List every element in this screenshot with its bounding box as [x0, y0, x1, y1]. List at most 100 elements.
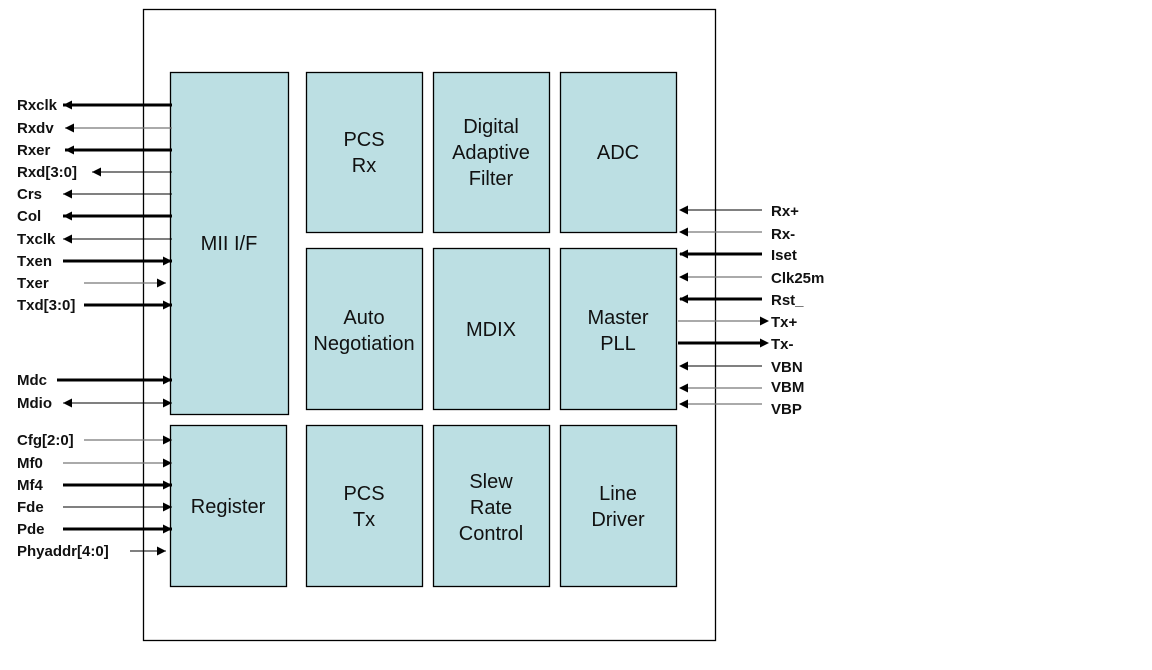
arrowhead-left-icon — [63, 211, 72, 221]
pin-txen: Txen — [17, 253, 172, 270]
arrowhead-left-icon — [679, 399, 688, 409]
arrowhead-right-icon — [163, 398, 172, 408]
arrowhead-left-icon — [679, 294, 688, 304]
pin-label: Txclk — [17, 231, 56, 248]
pin-label: Rxclk — [17, 97, 58, 114]
pin-label: Mdio — [17, 395, 52, 412]
pin-tx-right: Tx- — [678, 336, 794, 353]
pin-label: Tx- — [771, 336, 794, 353]
block-adc: ADC — [559, 71, 678, 234]
pin-label: VBP — [771, 401, 802, 418]
block-label: Auto — [343, 307, 384, 329]
block-label: Slew — [469, 471, 513, 493]
pin-label: Mf0 — [17, 455, 43, 472]
pin-iset-right: Iset — [679, 247, 797, 264]
arrowhead-right-icon — [157, 278, 166, 288]
block-label: Rate — [470, 497, 512, 519]
pin-rxdv: Rxdv — [17, 120, 172, 137]
pin-col: Col — [17, 208, 172, 225]
pin-txd-3-0: Txd[3:0] — [17, 297, 172, 314]
pin-label: Crs — [17, 186, 42, 203]
block-label: ADC — [597, 142, 639, 164]
block-label: Master — [587, 307, 648, 329]
pin-rxclk: Rxclk — [17, 97, 172, 114]
arrowhead-left-icon — [92, 167, 101, 177]
pin-label: Txen — [17, 253, 52, 270]
pin-rx-right: Rx+ — [679, 203, 799, 220]
block-label: PLL — [600, 333, 636, 355]
pin-label: Fde — [17, 499, 44, 516]
pin-label: Txer — [17, 275, 49, 292]
pin-phyaddr-4-0: Phyaddr[4:0] — [17, 543, 166, 560]
arrowhead-left-icon — [63, 100, 72, 110]
arrowhead-left-icon — [679, 383, 688, 393]
block-master-pll-box — [559, 247, 678, 411]
pin-clk25m-right: Clk25m — [679, 270, 824, 287]
arrowhead-left-icon — [63, 398, 72, 408]
block-pcs-rx-box — [305, 71, 424, 234]
pin-txer: Txer — [17, 275, 166, 292]
block-mii-if-box — [169, 71, 290, 416]
block-register-box — [169, 424, 288, 588]
pin-label: Rx- — [771, 226, 795, 243]
arrowhead-right-icon — [163, 256, 172, 266]
block-mdix: MDIX — [432, 247, 551, 411]
arrowhead-right-icon — [163, 502, 172, 512]
block-pcs-tx-box — [305, 424, 424, 588]
pin-mf4: Mf4 — [17, 477, 172, 494]
arrowhead-left-icon — [679, 272, 688, 282]
pin-label: Col — [17, 208, 41, 225]
arrowhead-right-icon — [163, 458, 172, 468]
pin-label: Iset — [771, 247, 797, 264]
pin-label: Rxd[3:0] — [17, 164, 77, 181]
pin-label: Mdc — [17, 372, 47, 389]
pin-label: Pde — [17, 521, 45, 538]
block-label: PCS — [343, 129, 384, 151]
arrowhead-right-icon — [163, 375, 172, 385]
block-label: MDIX — [466, 319, 516, 341]
block-line-driver-box — [559, 424, 678, 588]
block-mdix-box — [432, 247, 551, 411]
pin-label: Rst_ — [771, 292, 804, 309]
block-label: PCS — [343, 483, 384, 505]
pin-rx-right: Rx- — [679, 226, 795, 243]
pin-cfg-2-0: Cfg[2:0] — [17, 432, 172, 449]
arrowhead-right-icon — [163, 480, 172, 490]
arrowhead-right-icon — [760, 338, 769, 348]
block-register: Register — [169, 424, 288, 588]
pin-mf0: Mf0 — [17, 455, 172, 472]
pin-label: Tx+ — [771, 314, 798, 331]
block-label: Filter — [469, 168, 514, 190]
pin-tx-right: Tx+ — [678, 314, 798, 331]
pin-label: Rx+ — [771, 203, 799, 220]
block-slew-rate-control-box — [432, 424, 551, 588]
block-label: Control — [459, 523, 523, 545]
arrowhead-left-icon — [679, 205, 688, 215]
pin-txclk: Txclk — [17, 231, 172, 248]
block-label: Digital — [463, 116, 519, 138]
pin-label: Txd[3:0] — [17, 297, 75, 314]
arrowhead-left-icon — [63, 234, 72, 244]
pin-pde: Pde — [17, 521, 172, 538]
arrowhead-left-icon — [679, 249, 688, 259]
pin-label: Rxdv — [17, 120, 54, 137]
pin-label: Phyaddr[4:0] — [17, 543, 109, 560]
pin-label: Mf4 — [17, 477, 43, 494]
arrowhead-right-icon — [163, 435, 172, 445]
pin-mdio: Mdio — [17, 395, 172, 412]
arrowhead-left-icon — [65, 145, 74, 155]
arrowhead-left-icon — [679, 361, 688, 371]
pin-mdc: Mdc — [17, 372, 172, 389]
pin-crs: Crs — [17, 186, 172, 203]
block-label: Adaptive — [452, 142, 530, 164]
arrowhead-right-icon — [163, 300, 172, 310]
pin-rxer: Rxer — [17, 142, 172, 159]
